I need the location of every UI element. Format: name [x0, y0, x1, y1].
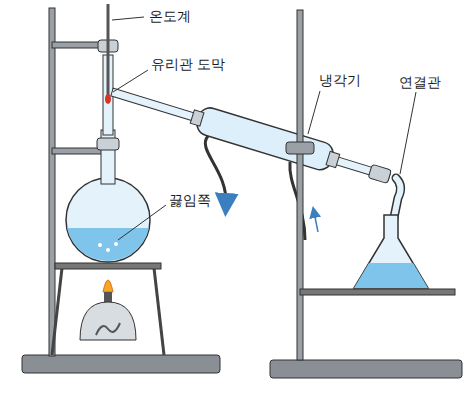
joint	[190, 110, 204, 126]
condenser-jacket	[194, 105, 336, 173]
flame	[103, 280, 113, 292]
part-label: 냉각기	[318, 72, 362, 89]
leader-line	[113, 70, 148, 92]
stand-rod	[297, 10, 303, 360]
stand-rod	[49, 8, 55, 356]
clamp	[52, 148, 104, 154]
leader-line	[308, 91, 320, 134]
thermometer-bulb	[105, 94, 111, 104]
tripod-leg	[52, 268, 62, 355]
tripod-leg	[154, 268, 164, 355]
part-label: 끓임쪽	[168, 192, 212, 209]
burner	[80, 302, 136, 340]
joint	[326, 151, 340, 167]
stand-base	[22, 355, 220, 373]
leader-line	[118, 205, 166, 240]
part-label: 유리관 도막	[150, 56, 226, 73]
joint	[97, 138, 119, 150]
wire-gauze	[300, 289, 455, 295]
flow-arrow	[314, 212, 318, 232]
part-label: 연결관	[398, 74, 442, 91]
liquid	[67, 228, 149, 261]
distillate	[354, 263, 428, 288]
stand-base	[270, 360, 462, 378]
inner-tube	[111, 88, 391, 180]
leader-line	[112, 17, 144, 20]
burner-wick	[96, 323, 120, 335]
boiling-chip	[106, 248, 110, 252]
part-label: 온도계	[148, 8, 192, 25]
clamp	[286, 142, 314, 154]
boiling-chip	[98, 243, 102, 247]
flask	[66, 178, 150, 262]
thermometer	[107, 4, 110, 96]
leader-line	[400, 92, 416, 174]
adapter-joint	[368, 164, 391, 183]
boiling-chip	[114, 242, 118, 246]
receiving-flask	[354, 215, 428, 288]
wire-gauze	[55, 263, 161, 269]
wick	[104, 292, 112, 302]
